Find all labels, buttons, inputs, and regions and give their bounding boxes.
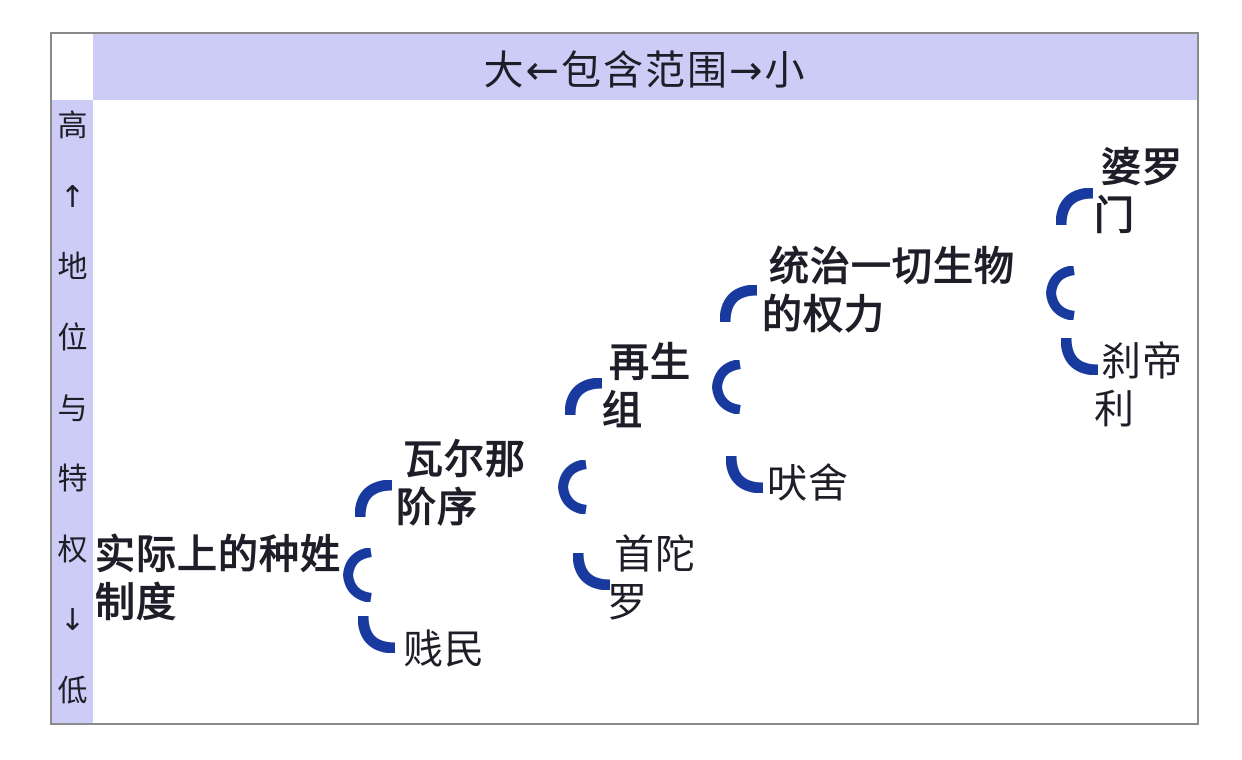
brace-bottom-hook-icon <box>726 456 764 493</box>
vertical-axis-band: 高 ↑ 地 位 与 特 权 ↓ 低 <box>52 100 93 723</box>
node-label: 制度 <box>95 580 177 626</box>
node-shudra: 首陀 罗 <box>607 531 696 627</box>
brace-bottom-hook-icon <box>1061 338 1099 375</box>
brace-top-hook-icon <box>1056 188 1094 225</box>
brace-bottom-hook-icon <box>358 616 396 653</box>
horizontal-axis-band: 大←包含范围→小 <box>93 34 1197 100</box>
node-label: 门 <box>1094 193 1135 239</box>
node-label: 统治一切生物 <box>769 244 1015 290</box>
vertical-axis-char: 权 <box>57 532 88 568</box>
brace-top-hook-icon <box>720 285 758 322</box>
node-label: 再生 <box>609 340 691 386</box>
node-label: 利 <box>1094 387 1135 433</box>
vertical-axis-char: 地 <box>57 250 88 286</box>
brace-top-hook-icon <box>565 378 603 415</box>
node-vaishya: 吠舍 <box>767 460 849 508</box>
node-varna-order: 瓦尔那 阶序 <box>396 436 526 532</box>
node-label: 瓦尔那 <box>403 437 526 483</box>
down-arrow-icon: ↓ <box>59 603 86 639</box>
node-label: 首陀 <box>614 532 696 578</box>
node-label: 罗 <box>607 580 648 626</box>
node-brahmin: 婆罗 门 <box>1094 144 1183 240</box>
node-caste-system: 实际上的种姓 制度 <box>95 531 341 627</box>
node-kshatriya: 刹帝 利 <box>1094 338 1183 434</box>
node-twice-born: 再生 组 <box>602 339 691 435</box>
diagram-frame: 大←包含范围→小 高 ↑ 地 位 与 特 权 ↓ 低 实际上的种姓 制度 <box>50 32 1199 725</box>
brace-bottom-hook-icon <box>573 553 611 590</box>
brace-middle-icon <box>558 460 587 514</box>
node-untouchables: 贱民 <box>403 626 485 674</box>
node-label: 刹帝 <box>1101 339 1183 385</box>
brace-middle-icon <box>1046 266 1075 320</box>
brace-middle-icon <box>343 548 372 602</box>
brace-top-hook-icon <box>355 480 393 517</box>
vertical-axis-char: 与 <box>57 391 88 427</box>
vertical-axis-char: 位 <box>57 320 88 356</box>
node-label: 贱民 <box>403 627 485 673</box>
node-label: 实际上的种姓 <box>95 532 341 578</box>
up-arrow-icon: ↑ <box>59 179 86 215</box>
node-label: 吠舍 <box>767 461 849 507</box>
diagram-plot: 实际上的种姓 制度 瓦尔那 阶序 贱民 再生 组 <box>93 100 1197 723</box>
node-rule-power: 统治一切生物 的权力 <box>762 243 1015 339</box>
node-label: 组 <box>602 388 643 434</box>
corner-cell <box>52 34 93 100</box>
brace-middle-icon <box>712 360 741 414</box>
vertical-axis-char: 低 <box>57 674 88 709</box>
horizontal-axis-label: 大←包含范围→小 <box>483 48 807 94</box>
node-label: 的权力 <box>762 292 885 338</box>
node-label: 阶序 <box>396 485 478 531</box>
node-label: 婆罗 <box>1101 145 1183 191</box>
vertical-axis-char: 特 <box>57 462 88 498</box>
vertical-axis-char: 高 <box>57 109 88 144</box>
